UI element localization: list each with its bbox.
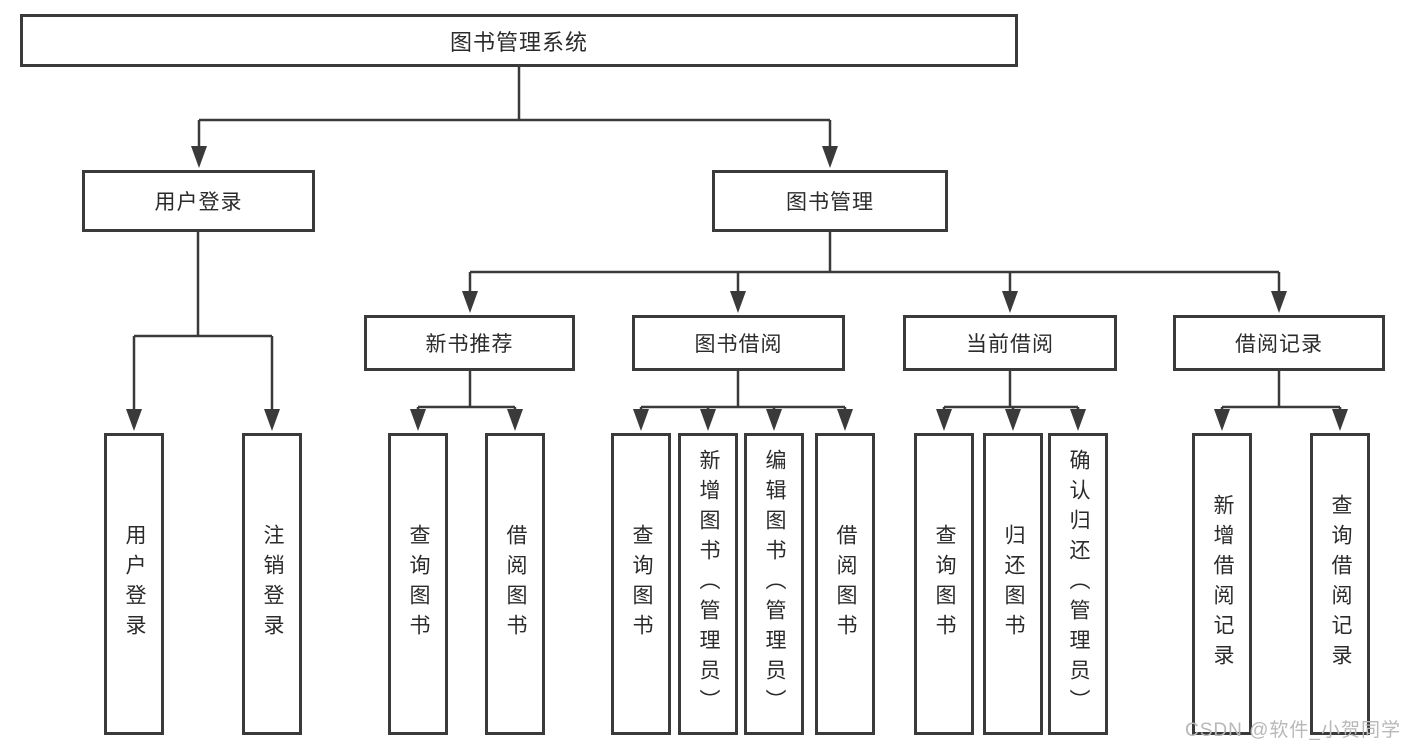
node-root-system: 图书管理系统 xyxy=(20,14,1018,67)
leaf-borrow-borrow-books: 借阅图书 xyxy=(815,433,875,735)
leaf-logout: 注销登录 xyxy=(242,433,302,735)
leaf-new-borrow-books: 借阅图书 xyxy=(485,433,545,735)
leaf-records-add-record: 新增借阅记录 xyxy=(1192,433,1252,735)
node-branch-user-login: 用户登录 xyxy=(82,170,315,232)
leaf-new-query-books: 查询图书 xyxy=(388,433,448,735)
node-category-current-borrow: 当前借阅 xyxy=(903,315,1117,371)
leaf-current-query-books: 查询图书 xyxy=(914,433,974,735)
node-category-new-book-recommend: 新书推荐 xyxy=(364,315,575,371)
leaf-borrow-add-books-admin: 新增图书（管理员） xyxy=(678,433,738,735)
leaf-user-login: 用户登录 xyxy=(104,433,164,735)
node-category-borrow-records: 借阅记录 xyxy=(1173,315,1385,371)
csdn-watermark: CSDN @软件_小贺同学 xyxy=(1185,720,1401,741)
node-category-book-borrow: 图书借阅 xyxy=(632,315,845,371)
leaf-borrow-query-books: 查询图书 xyxy=(611,433,671,735)
leaf-borrow-edit-books-admin: 编辑图书（管理员） xyxy=(744,433,804,735)
leaf-records-query-record: 查询借阅记录 xyxy=(1310,433,1370,735)
leaf-current-confirm-return-admin: 确认归还（管理员） xyxy=(1048,433,1108,735)
node-branch-book-management: 图书管理 xyxy=(712,170,948,232)
leaf-current-return-books: 归还图书 xyxy=(983,433,1043,735)
